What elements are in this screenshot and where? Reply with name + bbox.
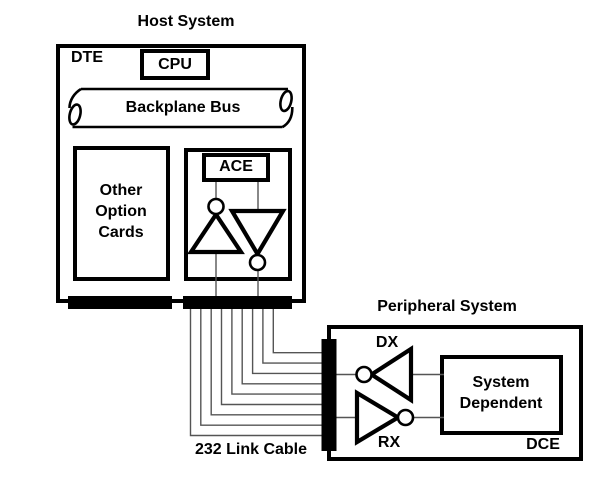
dce-label: DCE: [526, 436, 560, 453]
dce-internal-wires: [336, 373, 444, 419]
dte-edge-connector-left: [68, 296, 172, 309]
cable-wire: [251, 309, 322, 375]
rx-label: RX: [377, 434, 401, 451]
dte-edge-connector-right: [183, 296, 292, 309]
cable-wire: [272, 309, 322, 354]
cable-wire: [241, 309, 322, 385]
cable-wire: [220, 309, 322, 406]
ace-label: ACE: [219, 158, 253, 175]
ace-box: [202, 153, 270, 182]
ace-receiver-bubble: [207, 197, 225, 216]
other-option-cards-box: [73, 146, 170, 281]
ace-internal-wires: [215, 182, 259, 296]
option-cards-line-3: Cards: [98, 224, 144, 241]
backplane-bus-shape: [68, 87, 294, 129]
dce-cable-connector: [321, 339, 337, 451]
rx-receiver-bubble: [396, 408, 415, 427]
peripheral-title: Peripheral System: [377, 298, 517, 315]
cable-wire: [200, 309, 322, 426]
cable-wires: [189, 309, 322, 437]
cable-wire: [262, 309, 322, 364]
option-cards-line-2: Option: [95, 203, 147, 220]
dx-driver-triangle: [367, 345, 414, 404]
cable-wire: [210, 309, 322, 416]
rx-receiver-triangle: [354, 389, 403, 446]
system-dependent-box: [440, 355, 563, 435]
ace-receiver-triangle: [187, 210, 245, 255]
cpu-box: [140, 49, 210, 80]
system-dependent-line-2: Dependent: [459, 395, 543, 412]
dte-label: DTE: [71, 49, 103, 66]
cable-label: 232 Link Cable: [194, 441, 308, 458]
dx-label: DX: [375, 334, 399, 351]
system-dependent-line-1: System: [472, 374, 530, 391]
cpu-label: CPU: [158, 56, 192, 73]
cable-wire: [189, 309, 322, 437]
backplane-bus-label: Backplane Bus: [125, 99, 241, 116]
host-title: Host System: [137, 13, 235, 30]
dx-driver-bubble: [355, 365, 373, 384]
ace-driver-triangle: [228, 208, 287, 259]
option-cards-line-1: Other: [99, 182, 143, 199]
ace-driver-bubble: [248, 253, 267, 272]
cable-wire: [231, 309, 322, 395]
